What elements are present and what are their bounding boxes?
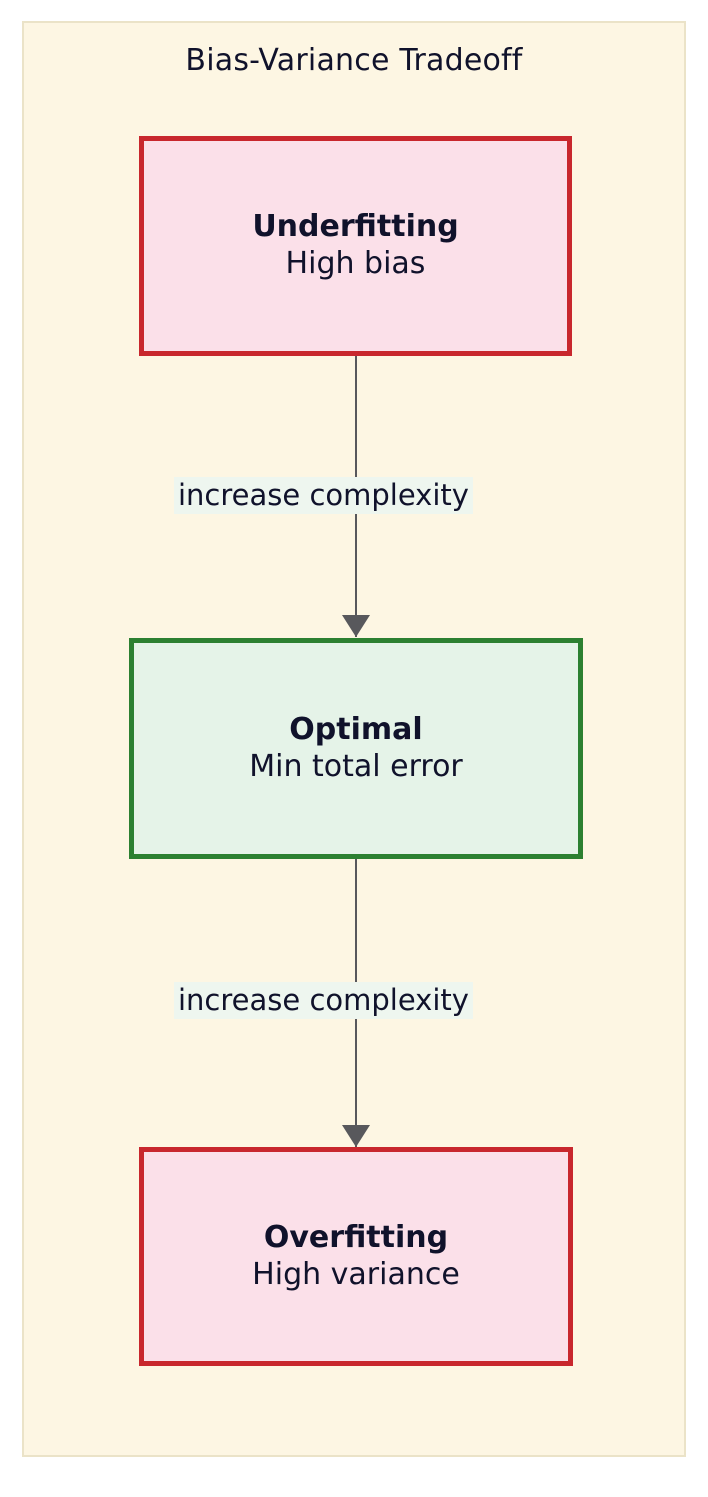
node-optimal[interactable]: Optimal Min total error [129,638,583,859]
edge-label-increase-complexity-2: increase complexity [174,982,473,1020]
node-underfitting[interactable]: Underfitting High bias [139,136,572,356]
diagram-title: Bias-Variance Tradeoff [185,43,523,78]
arrowhead-down-icon [342,1125,370,1147]
arrowhead-down-icon [342,615,370,637]
node-optimal-title: Optimal [289,711,423,747]
node-optimal-subtitle: Min total error [249,748,463,784]
node-underfitting-title: Underfitting [252,209,459,245]
node-overfitting[interactable]: Overfitting High variance [139,1147,573,1366]
diagram-canvas: Bias-Variance Tradeoff Underfitting High… [22,21,686,1457]
node-underfitting-subtitle: High bias [285,246,426,281]
node-overfitting-subtitle: High variance [252,1256,460,1292]
edge-label-increase-complexity-1: increase complexity [174,477,473,515]
node-overfitting-title: Overfitting [263,1219,449,1255]
